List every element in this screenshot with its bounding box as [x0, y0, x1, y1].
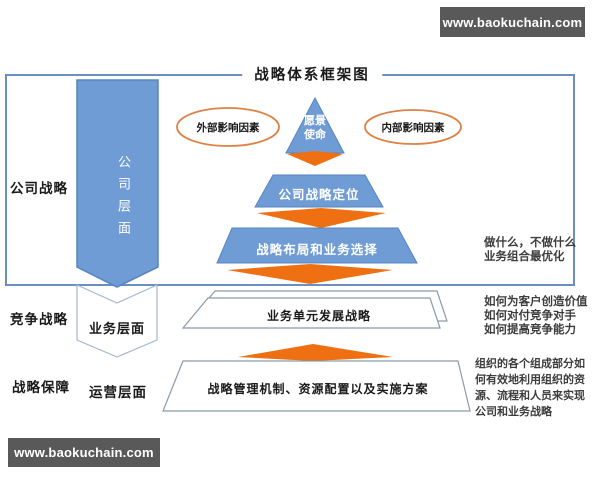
business-level-chevron: [76, 284, 158, 358]
label-operations-level: 运营层面: [89, 385, 147, 400]
label-business-level: 业务层面: [88, 321, 145, 336]
note-competitive: 如何为客户创造价值 如何对付竞争对手 如何提高竞争能力: [484, 296, 588, 336]
label-company-level: 公司层面: [116, 155, 131, 243]
label-vision-mission: 愿景 使命: [304, 115, 326, 141]
orange-chevron-2: [257, 208, 386, 228]
business-unit-trapezoid-front: [181, 297, 441, 329]
orange-chevron-3: [227, 264, 393, 284]
orange-chevron-4: [238, 344, 393, 361]
positioning-trapezoid: [254, 174, 384, 208]
label-business-unit: 业务单元发展战略: [266, 309, 371, 323]
watermark-bar-bottom: www.baokuchain.com: [8, 438, 160, 467]
orange-chevron-1: [287, 151, 343, 166]
diagram-title: 战略体系框架图: [242, 63, 382, 85]
management-trapezoid: [162, 360, 471, 412]
layout-trapezoid: [216, 227, 418, 264]
label-positioning: 公司战略定位: [278, 188, 360, 202]
label-internal-factor: 内部影响因素: [381, 122, 445, 134]
external-factor-ellipse: [176, 107, 280, 147]
watermark-bar-top: www.baokuchain.com: [440, 7, 585, 37]
label-external-factor: 外部影响因素: [196, 122, 260, 134]
label-corporate-strategy: 公司战略: [10, 181, 68, 196]
label-layout: 战略布局和业务选择: [256, 243, 378, 257]
company-level-banner: [76, 79, 159, 288]
note-corporate: 做什么，不做什么 业务组合最优化: [484, 237, 576, 263]
label-strategy-safeguard: 战略保障: [12, 380, 70, 395]
watermark-top-text: www.baokuchain.com: [442, 14, 583, 30]
label-competitive-strategy: 竞争战略: [10, 312, 68, 327]
internal-factor-ellipse: [364, 109, 462, 145]
note-operations: 组织的各个组成部分如 何有效地利用组织的资 源、流程和人员来实现 公司和业务战略: [475, 358, 585, 418]
watermark-bottom-text: www.baokuchain.com: [14, 445, 154, 460]
label-management: 战略管理机制、资源配置以及实施方案: [207, 382, 429, 396]
